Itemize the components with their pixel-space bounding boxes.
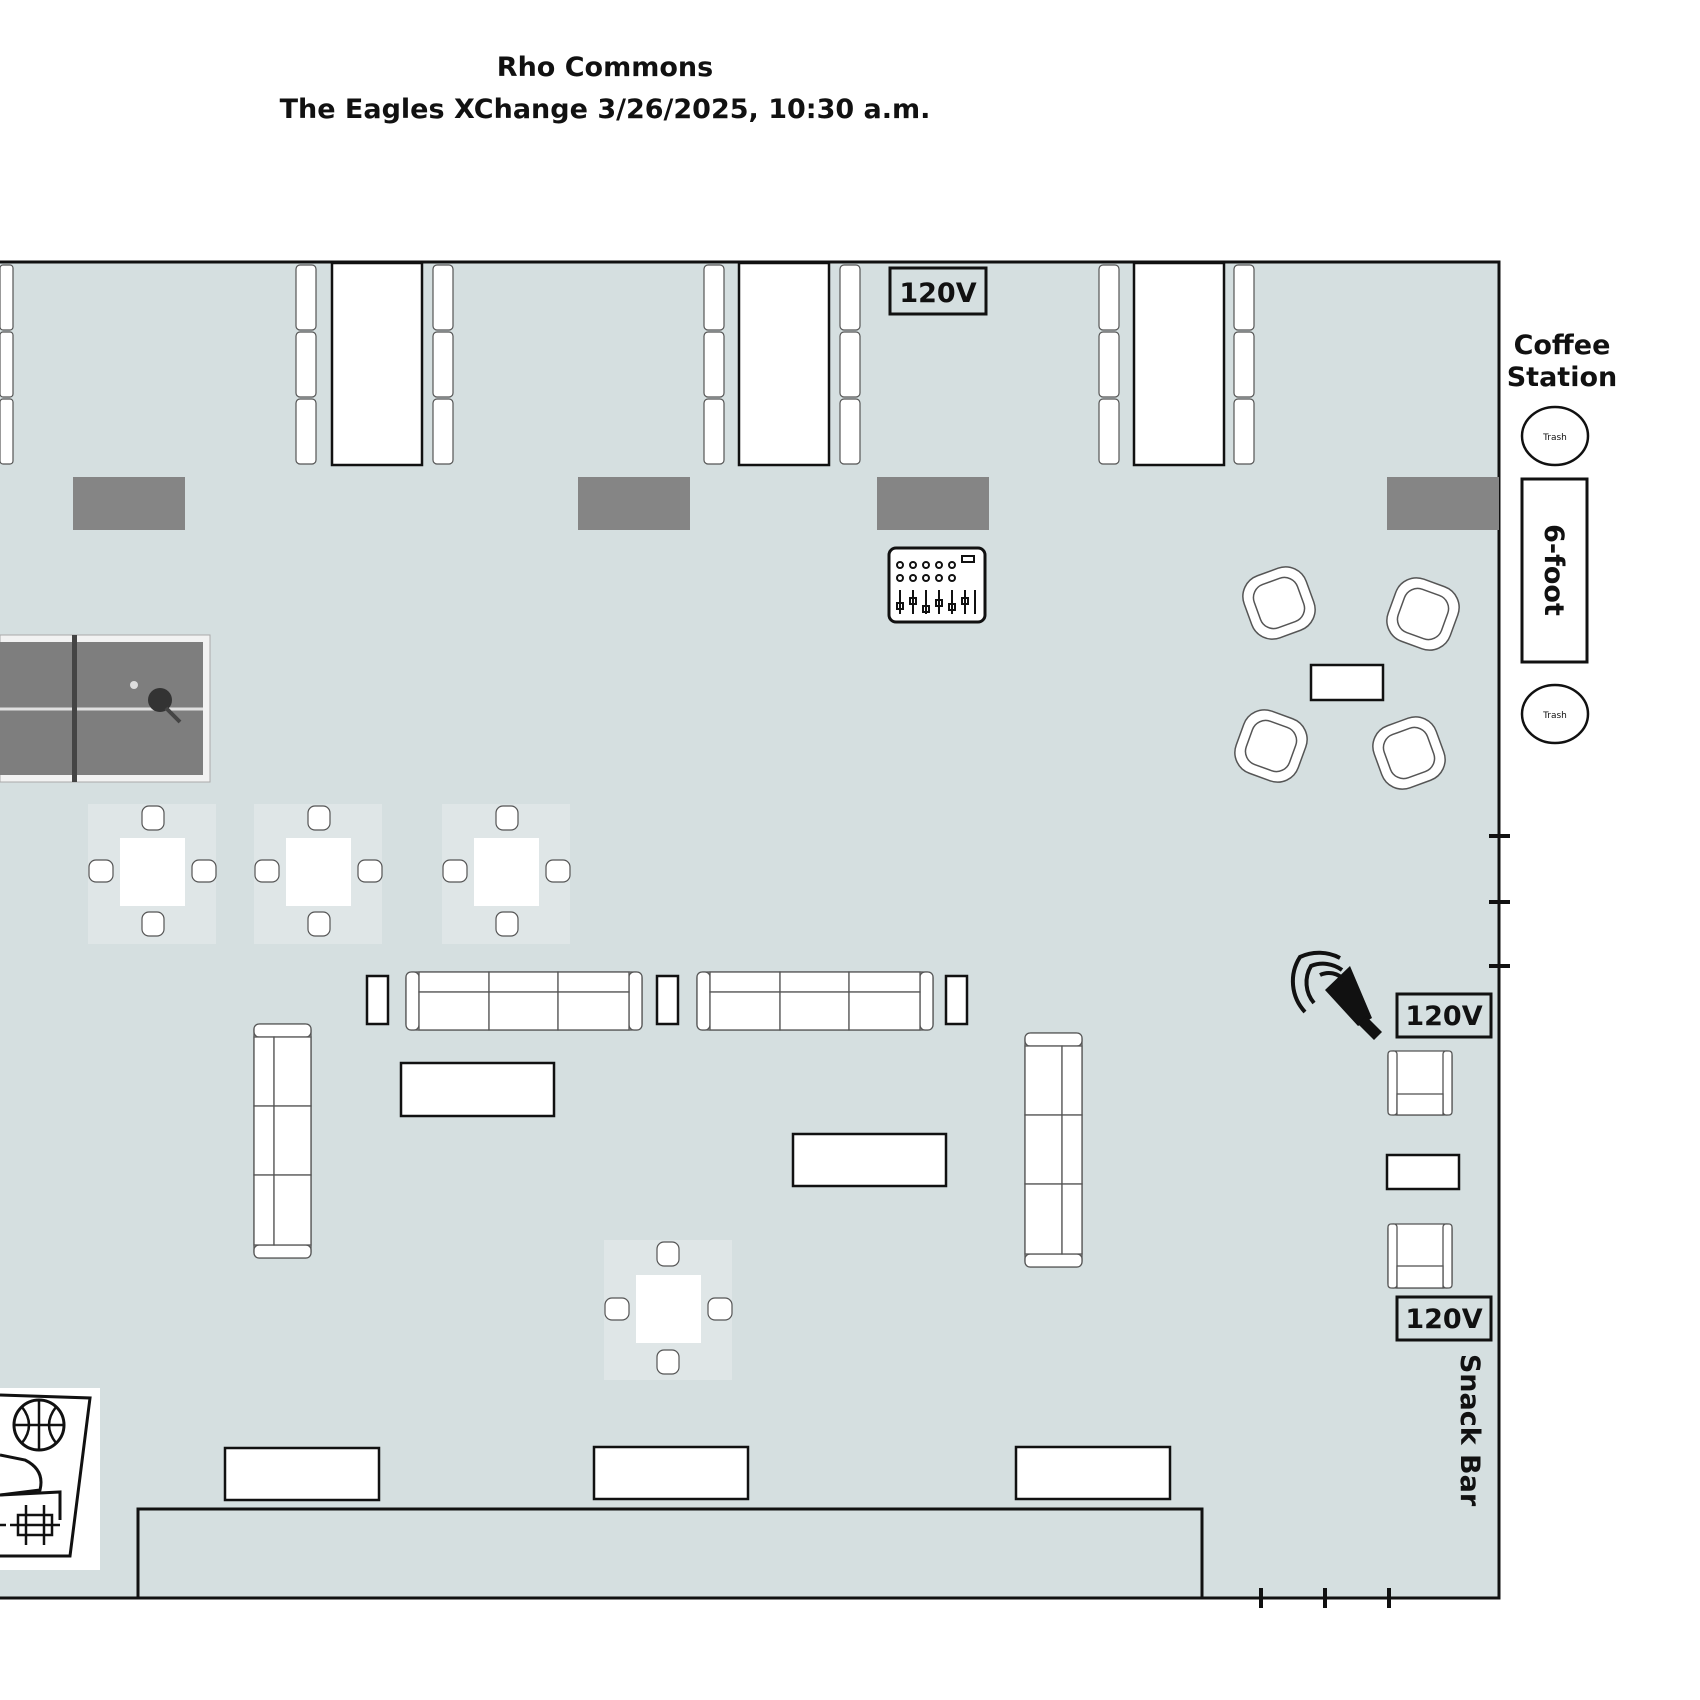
square-table-2: [254, 804, 383, 944]
trash-can-bottom: Trash: [1520, 683, 1590, 745]
wall-ticks-bottom: [1259, 1588, 1391, 1608]
snack-bar-label: Snack Bar: [1454, 1354, 1485, 1507]
booth-left-edge: [0, 264, 14, 465]
sofa-vertical-right: [1024, 1032, 1083, 1268]
coffee-station-label-line2: Station: [1507, 362, 1618, 393]
dark-blocks: [73, 477, 1499, 530]
trash-top-label: Trash: [1542, 433, 1567, 443]
sofa-horizontal-left: [405, 971, 643, 1031]
outlet-top: 120V: [888, 266, 988, 316]
sofa-vertical-left: [253, 1023, 312, 1259]
booth-1: [295, 261, 454, 467]
floor-area: [0, 262, 1499, 1598]
booth-3: [1098, 261, 1255, 467]
square-table-4: [604, 1240, 733, 1380]
armchair-top: [1387, 1050, 1453, 1116]
coffee-station-label-line1: Coffee: [1514, 330, 1611, 361]
speaker-icon: [1290, 950, 1382, 1040]
six-foot-table: 6-foot: [1520, 477, 1589, 664]
trash-bottom-label: Trash: [1542, 711, 1567, 721]
square-table-3: [442, 804, 571, 944]
ping-pong-table: [0, 634, 211, 783]
page-title: Rho Commons: [496, 52, 714, 83]
bottom-counter: [136, 1507, 1204, 1600]
wall-ticks-right: [1489, 834, 1510, 968]
outlet-top-label: 120V: [899, 278, 976, 309]
coffee-station: Coffee Station: [1507, 330, 1618, 393]
square-table-1: [88, 804, 217, 944]
booth-2: [703, 261, 861, 467]
outlet-right-top-label: 120V: [1405, 1001, 1482, 1032]
outlet-right-bottom: 120V: [1395, 1295, 1493, 1342]
lounge-round-chairs: [1234, 566, 1460, 790]
basketball-arcade-icon: [0, 1388, 100, 1570]
center-tables: [399, 1061, 948, 1188]
audio-mixer-icon: [887, 546, 987, 624]
end-tables: [365, 974, 969, 1026]
side-table-right: [1385, 1153, 1461, 1191]
armchair-bottom: [1387, 1223, 1453, 1289]
outlet-right-bottom-label: 120V: [1405, 1304, 1482, 1335]
lounge-coffee-table: [1309, 663, 1385, 702]
outlet-right-top: 120V: [1395, 992, 1493, 1039]
sofa-horizontal-right: [696, 971, 934, 1031]
bottom-tables: [223, 1445, 1172, 1502]
trash-can-top: Trash: [1520, 405, 1590, 467]
page-subtitle: The Eagles XChange 3/26/2025, 10:30 a.m.: [279, 94, 931, 125]
six-foot-table-label: 6-foot: [1538, 524, 1569, 616]
